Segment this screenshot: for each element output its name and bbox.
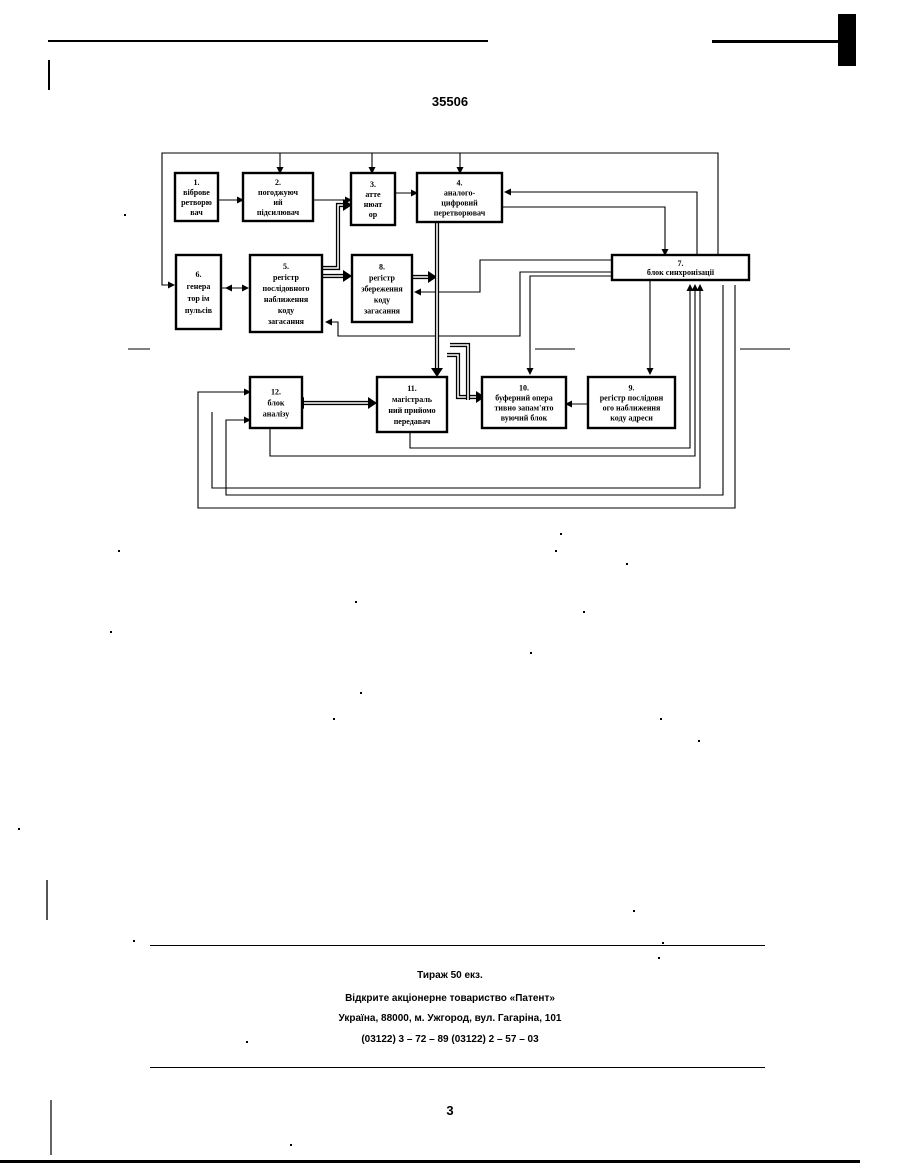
block-1-label-line: ретворю: [181, 198, 212, 207]
block-7-label-line: блок синхронізації: [647, 268, 715, 277]
block-8: 8. регістр збереження коду загасання: [352, 255, 412, 322]
block-7-label-line: 7.: [678, 259, 684, 268]
scan-speck: [662, 942, 664, 944]
block-12-label-line: аналізу: [263, 410, 289, 419]
scan-speck: [133, 940, 135, 942]
scan-speck: [633, 910, 635, 912]
block-3: 3.аттенюатор: [351, 173, 395, 225]
footer-publisher: Відкрите акціонерне товариство «Патент»: [0, 993, 900, 1004]
block-5-label-line: загасання: [268, 317, 305, 326]
scan-speck: [560, 533, 562, 535]
block-9-label-line: 9.: [629, 384, 635, 393]
block-6-label-line: генера: [187, 282, 211, 291]
scan-speck: [626, 563, 628, 565]
block-8-label-line: регістр: [369, 274, 395, 283]
scan-speck: [698, 740, 700, 742]
block-1-label-line: 1.: [194, 178, 200, 187]
block-10-label-line: тивно запам'ято: [494, 404, 553, 413]
block-6: 6. генера тор ім пульсів: [176, 255, 221, 329]
block-4: 4.аналого-цифровийперетворювач: [417, 173, 502, 222]
left-margin-tick-1: [46, 880, 48, 920]
scan-speck: [110, 631, 112, 633]
bottom-scan-edge: [0, 1160, 860, 1163]
block-8-label-line: коду: [374, 296, 390, 305]
block-6-frame: [176, 255, 221, 329]
block-6-label-line: 6.: [196, 270, 202, 279]
block-10-label-line: вуючий блок: [501, 414, 548, 423]
block-4-label-line: перетворювач: [434, 209, 486, 218]
block-5-label-line: коду: [278, 306, 294, 315]
footer-address: Україна, 88000, м. Ужгород, вул. Гагарін…: [0, 1013, 900, 1024]
block-3-label-line: атте: [365, 190, 381, 199]
footer-rule-bottom: [150, 1067, 765, 1068]
block-4-label-line: цифровий: [441, 199, 478, 208]
block-2-label-line: ий: [273, 198, 283, 207]
block-2-label-line: підсилювач: [257, 208, 300, 217]
block-8-label-line: 8.: [379, 263, 385, 272]
scan-speck: [118, 550, 120, 552]
scan-speck: [555, 550, 557, 552]
block-3-label-line: ор: [369, 210, 378, 219]
block-1-label-line: вач: [190, 208, 203, 217]
scan-speck: [290, 1144, 292, 1146]
block-8-label-line: збереження: [361, 285, 403, 294]
block-3-label-line: нюат: [364, 200, 383, 209]
block-1: 1.віброверетворювач: [175, 173, 218, 221]
block-4-label-line: 4.: [457, 179, 463, 188]
block-11-label-line: ний прийомо: [388, 406, 435, 415]
block-12-label-line: 12.: [271, 388, 281, 397]
block-10-label-line: буферний опера: [495, 394, 552, 403]
block-10-label-line: 10.: [519, 384, 529, 393]
block-6-label-line: тор ім: [188, 294, 210, 303]
scan-speck: [360, 692, 362, 694]
scan-speck: [660, 718, 662, 720]
block-12-label-line: блок: [268, 399, 285, 408]
block-diagram: 1.віброверетворювач 2.погоджуючийпідсилюв…: [0, 0, 900, 560]
block-11: 11. магістраль ний прийомо передавач: [377, 377, 447, 432]
scan-speck: [355, 601, 357, 603]
footer-phones: (03122) 3 – 72 – 89 (03122) 2 – 57 – 03: [0, 1034, 900, 1045]
block-3-label-line: 3.: [370, 180, 376, 189]
block-4-label-line: аналого-: [444, 189, 476, 198]
block-2-label-line: погоджуюч: [258, 188, 298, 197]
page-number: 3: [0, 1103, 900, 1118]
scan-speck: [18, 828, 20, 830]
scan-speck: [124, 214, 126, 216]
block-9-label-line: коду адреси: [610, 414, 653, 423]
block-9-label-line: регістр послідовн: [600, 394, 664, 403]
block-10: 10.буферний оперативно запам'ятовуючий б…: [482, 377, 566, 428]
scan-speck: [658, 957, 660, 959]
block-11-label-line: магістраль: [392, 395, 433, 404]
scan-speck: [333, 718, 335, 720]
block-9-label-line: ого наближення: [603, 404, 661, 413]
block-2-label-line: 2.: [275, 178, 281, 187]
scan-speck: [246, 1041, 248, 1043]
bus-5-to-3: [322, 199, 352, 282]
block-7: 7.блок синхронізації: [612, 255, 749, 280]
block-12: 12. блок аналізу: [250, 377, 302, 428]
footer-rule-top: [150, 945, 765, 946]
block-5: 5. регістр послідовного наближення коду загас…: [250, 255, 322, 332]
block-11-label-line: 11.: [407, 384, 417, 393]
block-5-label-line: 5.: [283, 262, 289, 271]
scan-speck: [530, 652, 532, 654]
block-5-label-line: наближення: [264, 295, 309, 304]
block-5-label-line: послідовного: [262, 284, 309, 293]
scan-speck: [583, 611, 585, 613]
block-11-label-line: передавач: [394, 417, 431, 426]
block-1-label-line: віброве: [183, 188, 210, 197]
block-8-label-line: загасання: [364, 307, 401, 316]
footer-circulation: Тираж 50 екз.: [0, 970, 900, 981]
block-6-label-line: пульсів: [185, 306, 213, 315]
block-2: 2.погоджуючийпідсилювач: [243, 173, 313, 221]
block-9: 9.регістр послідовного наближеннякоду ад…: [588, 377, 675, 428]
block-5-label-line: регістр: [273, 273, 299, 282]
